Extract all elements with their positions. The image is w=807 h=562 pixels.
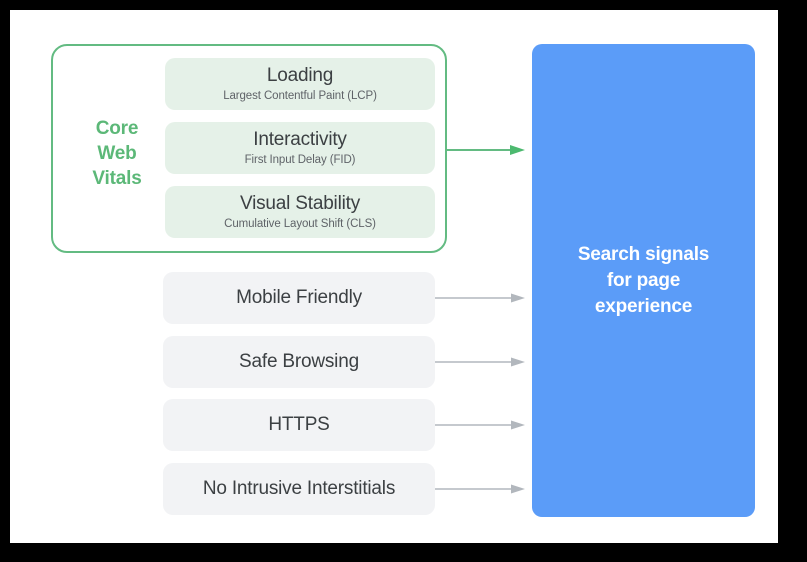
signal-box-no-intrusive-interstitials[interactable]: No Intrusive Interstitials xyxy=(163,463,435,515)
signal-label: Mobile Friendly xyxy=(236,287,362,308)
signal-arrow-icon-mobile-friendly xyxy=(435,292,525,304)
signal-label: HTTPS xyxy=(268,414,330,435)
vital-subtitle: Cumulative Layout Shift (CLS) xyxy=(224,217,376,230)
vital-subtitle: First Input Delay (FID) xyxy=(244,153,356,166)
signal-label: Safe Browsing xyxy=(239,351,359,372)
signal-arrow-icon-https xyxy=(435,419,525,431)
search-signals-panel-text: Search signals for page experience xyxy=(560,242,727,320)
vital-title: Interactivity xyxy=(253,128,347,150)
signal-arrow-icon-no-intrusive-interstitials xyxy=(435,483,525,495)
core-web-vitals-label-line-2: Web xyxy=(97,143,137,164)
vital-box-loading[interactable]: Loading Largest Contentful Paint (LCP) xyxy=(165,58,435,110)
core-web-vitals-label: Core Web Vitals xyxy=(65,116,169,191)
vital-title: Loading xyxy=(266,64,334,86)
signal-box-safe-browsing[interactable]: Safe Browsing xyxy=(163,336,435,388)
core-web-vitals-group: Core Web Vitals Loading Largest Contentf… xyxy=(51,44,447,253)
vital-box-visual-stability[interactable]: Visual Stability Cumulative Layout Shift… xyxy=(165,186,435,238)
core-web-vitals-label-line-1: Core xyxy=(95,118,139,139)
search-signals-line-2: for page xyxy=(606,269,681,291)
vital-subtitle: Largest Contentful Paint (LCP) xyxy=(223,89,377,102)
signal-box-mobile-friendly[interactable]: Mobile Friendly xyxy=(163,272,435,324)
search-signals-line-3: experience xyxy=(594,295,693,317)
signal-label: No Intrusive Interstitials xyxy=(202,478,396,499)
search-signals-line-1: Search signals xyxy=(577,243,710,265)
diagram-canvas: Core Web Vitals Loading Largest Contentf… xyxy=(10,10,778,543)
signal-box-https[interactable]: HTTPS xyxy=(163,399,435,451)
signal-arrow-icon-safe-browsing xyxy=(435,356,525,368)
search-signals-panel[interactable]: Search signals for page experience xyxy=(532,44,755,517)
vital-box-interactivity[interactable]: Interactivity First Input Delay (FID) xyxy=(165,122,435,174)
vital-title: Visual Stability xyxy=(239,192,360,214)
core-web-vitals-label-line-3: Vitals xyxy=(92,168,142,189)
core-web-vitals-arrow-icon xyxy=(447,144,525,156)
